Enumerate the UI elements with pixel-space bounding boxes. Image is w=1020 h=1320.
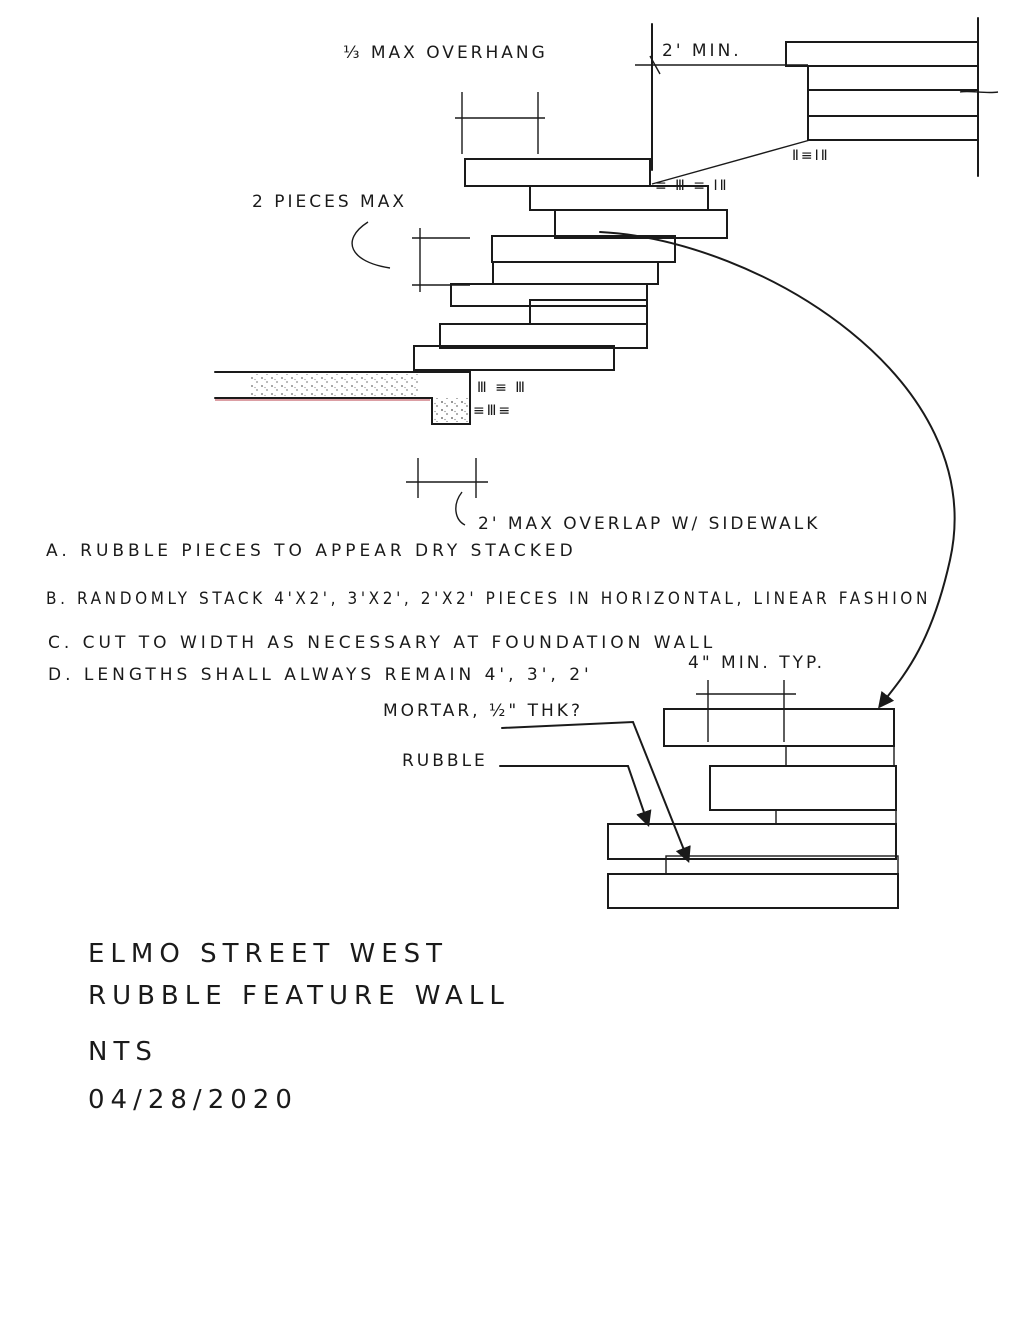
note-c: C. CUT TO WIDTH AS NECESSARY AT FOUNDATI… [48,633,716,653]
svg-text:≡Ⅲ≡: ≡Ⅲ≡ [473,403,512,419]
overhang-label: ⅓ MAX OVERHANG [343,43,548,63]
mortar-label: MORTAR, ½" THK? [383,701,583,721]
two-foot-min-label: 2' MIN. [662,41,742,61]
mortar-joint-detail [499,680,899,909]
stacked-rubble-section: ≡ Ⅲ ≡ ⅠⅡ Ⅲ ≡ Ⅲ ≡Ⅲ≡ Ⅱ≡ⅠⅡ [214,17,999,709]
svg-text:≡ Ⅲ ≡ ⅠⅡ: ≡ Ⅲ ≡ ⅠⅡ [655,178,728,194]
two-pieces-max-label: 2 PIECES MAX [252,192,407,212]
title-wall: RUBBLE FEATURE WALL [88,981,510,1011]
title-street: ELMO STREET WEST [88,939,448,969]
general-notes: A. RUBBLE PIECES TO APPEAR DRY STACKED B… [46,541,931,685]
title-block: ELMO STREET WEST RUBBLE FEATURE WALL NTS… [88,939,510,1115]
four-inch-min-label: 4" MIN. TYP. [688,653,825,673]
note-b: B. RANDOMLY STACK 4'X2', 3'X2', 2'X2' PI… [46,589,931,609]
rubble-label: RUBBLE [402,751,488,771]
max-overlap-label: 2' MAX OVERLAP W/ SIDEWALK [478,514,820,534]
svg-text:Ⅱ≡ⅠⅡ: Ⅱ≡ⅠⅡ [792,148,830,164]
title-date: 04/28/2020 [88,1085,298,1115]
title-scale: NTS [88,1037,158,1067]
note-d: D. LENGTHS SHALL ALWAYS REMAIN 4', 3', 2… [48,665,593,685]
note-a: A. RUBBLE PIECES TO APPEAR DRY STACKED [46,541,577,561]
svg-text:Ⅲ ≡ Ⅲ: Ⅲ ≡ Ⅲ [477,380,527,396]
